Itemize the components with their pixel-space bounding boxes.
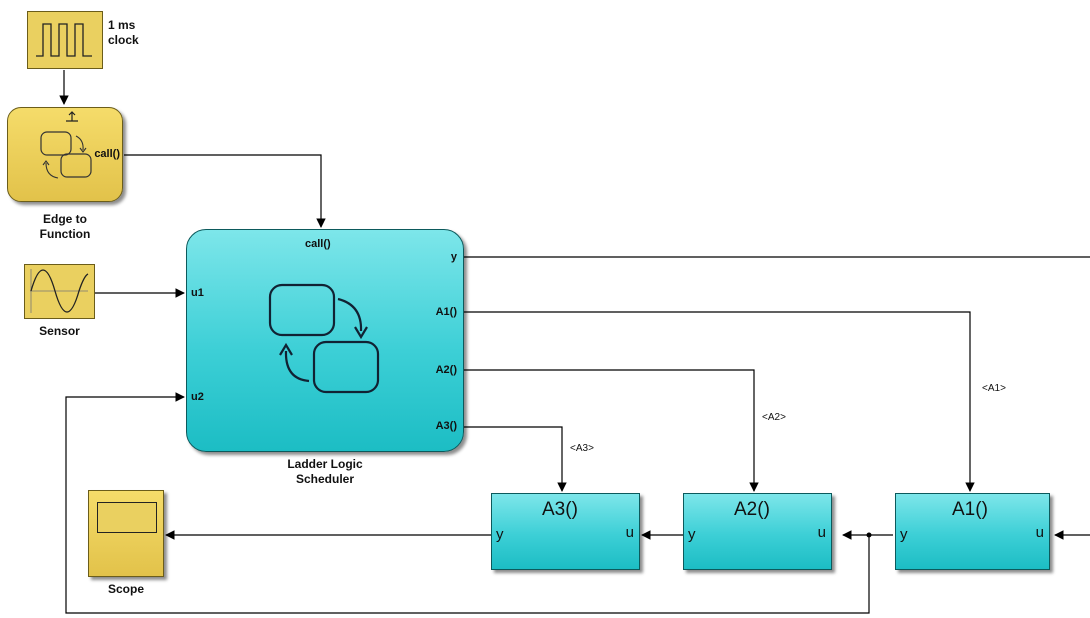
scheduler-port-u2: u2 [191,391,204,403]
line-a3-call [464,426,567,492]
clock-block[interactable] [27,11,103,69]
a1-port-y: y [900,526,908,543]
sensor-block[interactable] [24,264,95,319]
a3-name: A3() [542,499,578,520]
scope-screen-icon [97,502,157,533]
a2-block[interactable]: A2() y u [683,493,832,570]
scheduler-block[interactable]: call() u1 u2 y A1() A2() A3() [186,229,464,452]
line-a2-call [464,369,759,492]
scheduler-port-call: call() [305,238,331,250]
signal-label-a3: <A3> [570,443,594,454]
sensor-label: Sensor [39,324,80,338]
scope-block[interactable] [88,490,164,577]
a2-port-u: u [817,524,826,541]
edge-label: Edge to Function [39,212,91,241]
sine-wave-icon [30,269,89,313]
scheduler-port-y: y [450,251,457,263]
scope-label: Scope [107,582,144,596]
scheduler-port-a3: A3() [435,420,457,432]
scheduler-port-a1: A1() [435,306,457,318]
branch-point [866,532,872,538]
line-a1-call [464,311,975,492]
edge-to-function-block[interactable]: call() [7,107,123,202]
signal-label-a1: <A1> [982,383,1006,394]
a3-block[interactable]: A3() y u [491,493,640,570]
line-feedback-u2 [65,392,870,614]
scheduler-label: Ladder Logic Scheduler [287,457,363,486]
a1-block[interactable]: A1() y u [895,493,1050,570]
a3-port-y: y [496,526,504,543]
line-edge-to-scheduler [124,154,326,228]
scheduler-port-u1: u1 [191,287,204,299]
a1-name: A1() [952,499,988,520]
signal-label-a2: <A2> [762,412,786,423]
pulse-icon [36,23,92,57]
scheduler-port-a2: A2() [435,364,457,376]
stateflow-chart-icon [40,111,92,179]
a2-name: A2() [734,499,770,520]
a1-port-u: u [1035,524,1044,541]
a2-port-y: y [688,526,696,543]
clock-label: 1 ms clock [108,18,139,47]
stateflow-chart-icon [268,283,380,394]
edge-port-call: call() [94,148,120,160]
a3-port-u: u [625,524,634,541]
